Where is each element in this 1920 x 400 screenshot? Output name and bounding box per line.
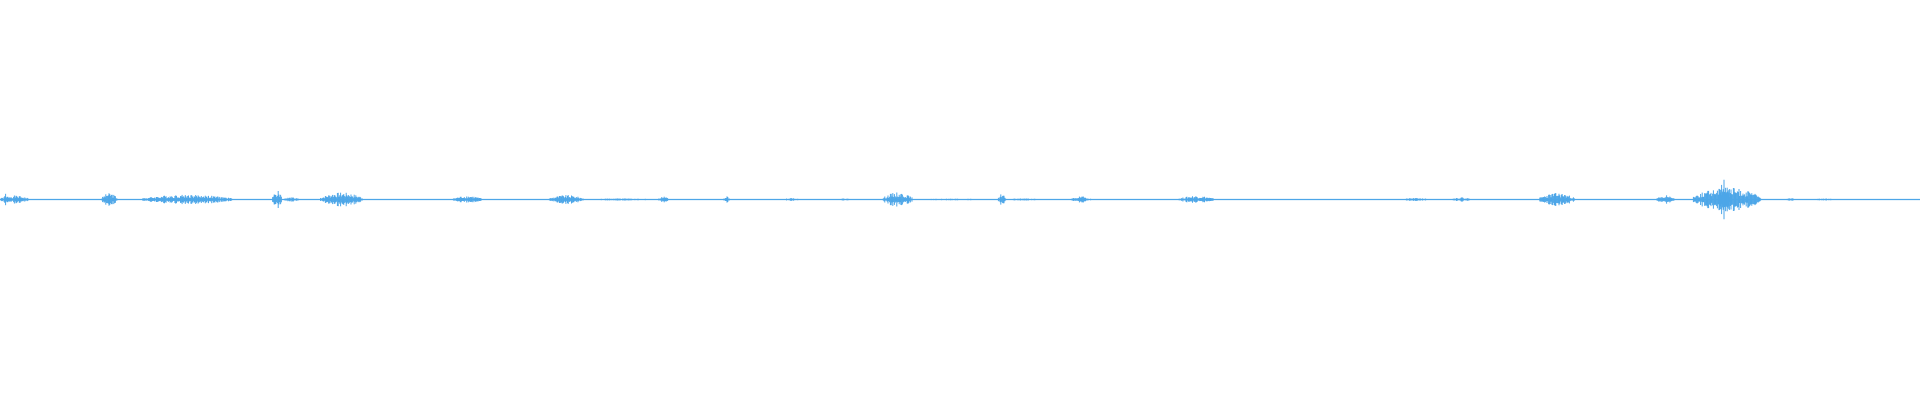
waveform-samples (0, 179, 1832, 220)
